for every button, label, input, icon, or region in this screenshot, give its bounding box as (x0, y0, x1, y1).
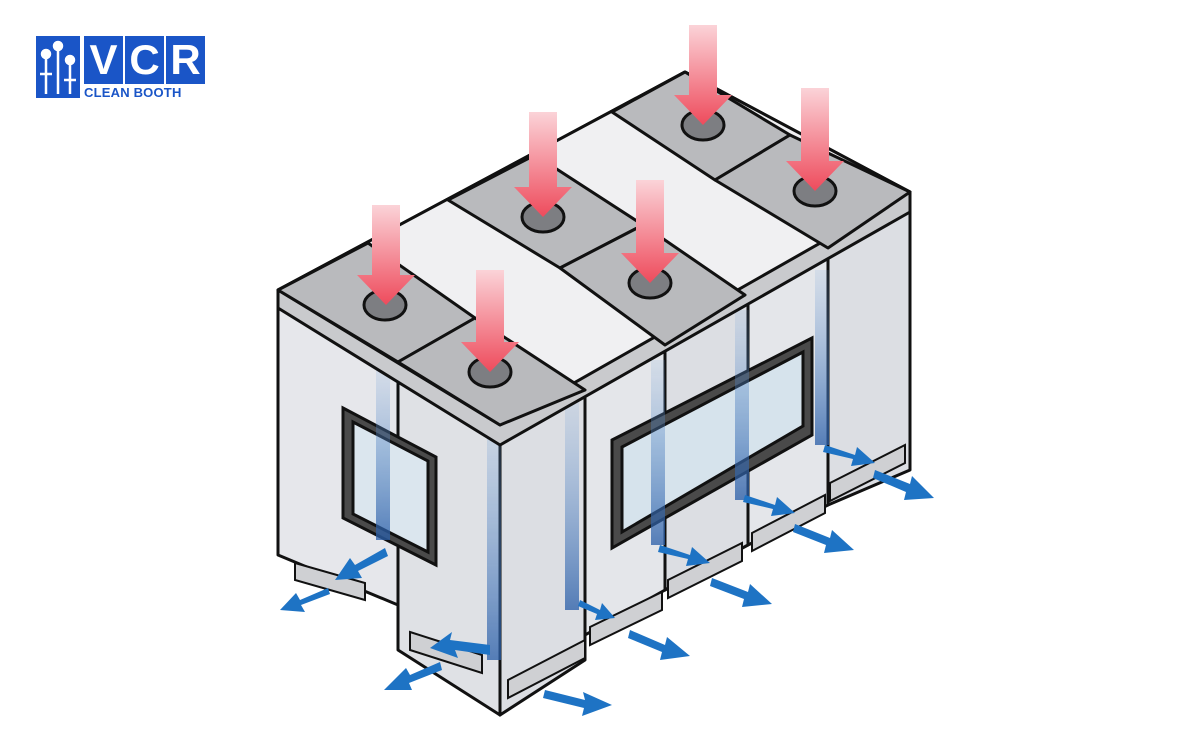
outlet-vent (751, 493, 826, 553)
logo-letter-r: R (166, 36, 205, 84)
bottom-outlets (294, 443, 906, 700)
outflow-arrow (658, 545, 710, 566)
end-window-glass (351, 419, 430, 555)
vcr-clean-booth-logo: V C R CLEAN BOOTH (36, 36, 206, 102)
logo-letter-v: V (84, 36, 123, 84)
inflow-arrow (461, 270, 519, 372)
outlet-vent (507, 638, 586, 700)
downflow-stream (565, 400, 579, 610)
outflow-arrow (743, 495, 795, 516)
outflow-arrow (280, 588, 330, 612)
inflow-arrows (357, 25, 844, 372)
outflow-arrow (543, 690, 612, 716)
outflow-arrow (578, 600, 615, 620)
outlet-vent (829, 443, 906, 503)
outflow-arrow (430, 632, 490, 658)
inflow-arrow (357, 205, 415, 305)
brand-emblem-icon (36, 36, 80, 98)
downflow-stream (735, 310, 749, 500)
inflow-arrow (514, 112, 572, 217)
outlet-vent (589, 590, 663, 647)
inflow-arrow (786, 88, 844, 191)
outlet-vent (667, 541, 743, 600)
outflow-arrow (823, 445, 875, 466)
outflow-arrow (793, 524, 854, 553)
downflow-stream (376, 365, 390, 540)
downflow-stream (815, 270, 829, 445)
logo-letter-c: C (125, 36, 164, 84)
inflow-arrow (621, 180, 679, 283)
outflow-arrow (710, 578, 772, 607)
downflow-stream (487, 410, 501, 660)
outflow-arrow (628, 630, 690, 660)
downflow-streams (376, 270, 829, 660)
inflow-arrow (674, 25, 732, 125)
outflow-arrow (873, 470, 934, 500)
outflow-arrow (335, 548, 388, 580)
logo-subtitle: CLEAN BOOTH (84, 85, 182, 100)
downflow-stream (651, 360, 665, 545)
outflow-arrow (384, 662, 442, 690)
outflow-arrows (280, 445, 934, 716)
